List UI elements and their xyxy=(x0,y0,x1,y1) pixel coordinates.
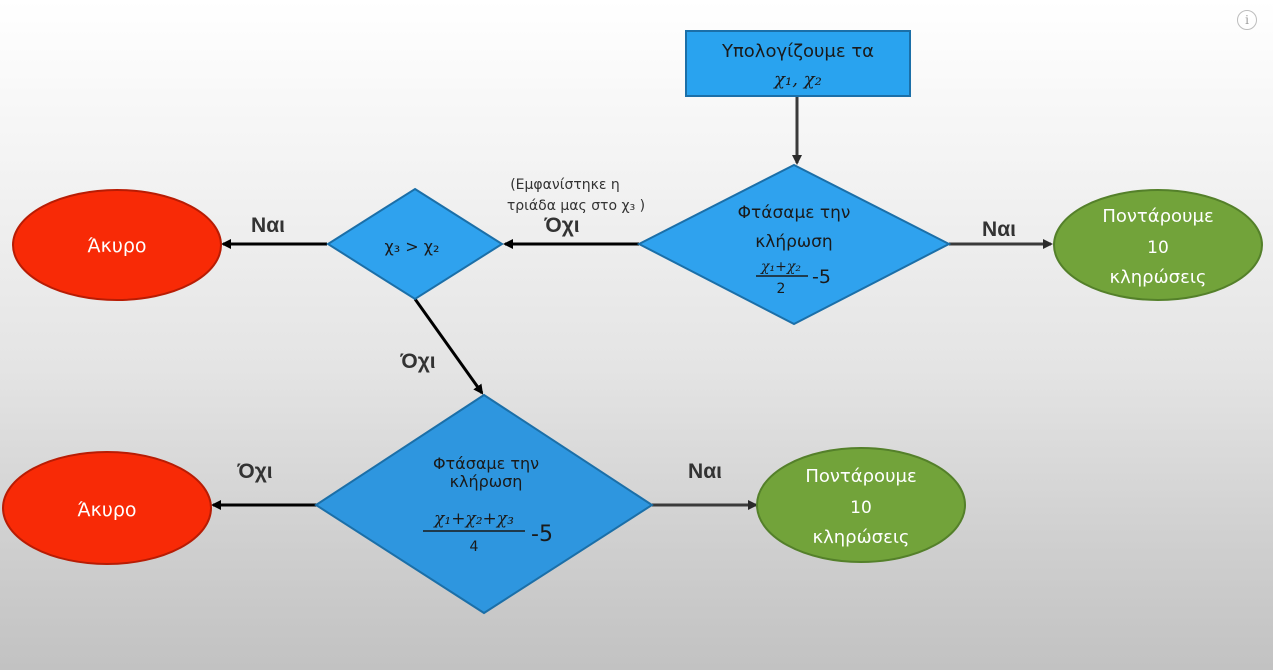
terminal-void-top: Άκυρο xyxy=(12,189,222,301)
bet-bottom-line3: κληρώσεις xyxy=(813,527,910,548)
edge-label-d2-yes: Ναι xyxy=(251,214,285,237)
decision1-numerator: χ₁+χ₂ xyxy=(760,259,801,275)
decision1-denominator: 2 xyxy=(777,281,786,297)
decision1-line1: Φτάσαμε την xyxy=(738,203,851,223)
decision3-line2: κλήρωση xyxy=(450,472,523,491)
decision-reached-draw-2: Φτάσαμε την κλήρωση χ₁+χ₂+χ₃ 4 -5 xyxy=(314,393,654,615)
bet-top-line3: κληρώσεις xyxy=(1110,267,1207,288)
start-process-box: Υπολογίζουμε τα χ₁, χ₂ xyxy=(685,30,911,97)
info-icon[interactable]: i xyxy=(1237,10,1257,30)
decision2-text: χ₃ > χ₂ xyxy=(385,237,440,256)
bet-bottom-line2: 10 xyxy=(850,498,872,518)
start-line2: χ₁, χ₂ xyxy=(772,69,822,90)
terminal-bet-10-draws-bottom: Ποντάρουμε 10 κληρώσεις xyxy=(756,447,966,563)
decision3-line1: Φτάσαμε την xyxy=(433,454,539,473)
decision1-suffix: -5 xyxy=(812,266,831,288)
edge-label-d1-no: Όχι xyxy=(543,214,579,237)
terminal-void-bottom: Άκυρο xyxy=(2,451,212,565)
start-line1: Υπολογίζουμε τα xyxy=(721,41,874,62)
decision3-numerator: χ₁+χ₂+χ₃ xyxy=(433,509,514,529)
edge-label-d1-yes: Ναι xyxy=(982,218,1016,241)
decision3-suffix: -5 xyxy=(531,522,553,547)
void-top-text: Άκυρο xyxy=(87,235,146,257)
decision-x3-greater-x2: χ₃ > χ₂ xyxy=(326,187,504,301)
edge-note-line1: (Εμφανίστηκε η xyxy=(510,177,620,193)
bet-top-line2: 10 xyxy=(1147,238,1169,258)
decision3-denominator: 4 xyxy=(470,539,479,555)
decision-reached-draw-1: Φτάσαμε την κλήρωση χ₁+χ₂ 2 -5 xyxy=(636,163,952,326)
edge-label-d2-no: Όχι xyxy=(399,350,435,373)
arrow-decision2-no xyxy=(413,298,484,395)
terminal-bet-10-draws-top: Ποντάρουμε 10 κληρώσεις xyxy=(1053,189,1263,301)
void-bottom-text: Άκυρο xyxy=(77,499,136,521)
decision1-line2: κλήρωση xyxy=(755,232,832,252)
bet-top-line1: Ποντάρουμε xyxy=(1102,206,1213,227)
bet-bottom-line1: Ποντάρουμε xyxy=(805,466,916,487)
edge-label-d3-no: Όχι xyxy=(236,460,272,483)
edge-label-d3-yes: Ναι xyxy=(688,460,722,483)
edge-note-line2: τριάδα μας στο χ₃ ) xyxy=(507,198,645,214)
